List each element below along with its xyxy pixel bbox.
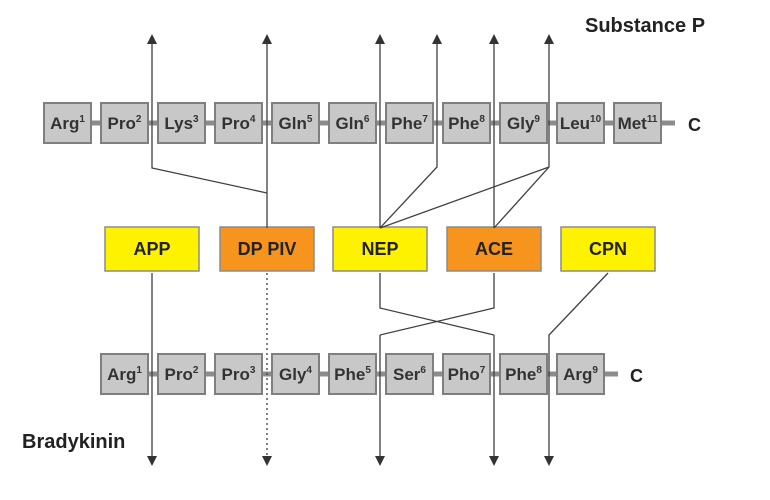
enzyme-label: ACE [475,239,513,259]
substance-p-residue-box [499,102,548,144]
arrowhead [262,34,272,44]
enzyme-box-ace [446,226,542,272]
bradykinin-residue-box [499,353,548,395]
bradykinin-residue-label: Pro3 [222,365,256,384]
substance-p-residue-label: Gly9 [507,114,540,133]
enzyme-row: APP DP PIV NEP ACE CPN [104,226,656,272]
substance-p-residue-label: Lys3 [164,114,199,133]
bradykinin-residue-label: Pro2 [165,365,199,384]
substance-p-residue-label: Met11 [618,114,658,133]
enzyme-label: DP PIV [238,239,297,259]
arrowhead [544,34,554,44]
substance-p-residue-box [442,102,491,144]
bradykinin-residue-label: Ser6 [393,365,426,384]
enzyme-label: CPN [589,239,627,259]
bradykinin-residue-label: Phe5 [334,365,371,384]
substance-p-chain: Arg1 Pro2 Lys3 Pro4 Gln5 Gln6 Phe7 Phe8 Gly9 Leu1… [43,102,675,144]
app-sp-line [151,38,268,194]
bradykinin-residue-box [157,353,206,395]
enzyme-label: NEP [361,239,398,259]
substance-p-residue-box [214,102,263,144]
bradykinin-c-terminal: C [630,366,643,386]
ace-sp-line-b [493,38,550,229]
enzyme-box-cpn [560,226,656,272]
substance-p-residue-label: Gln6 [336,114,370,133]
substance-p-c-terminal: C [688,115,701,135]
bradykinin-residue-label: Phe8 [505,365,542,384]
arrowhead [147,456,157,466]
substance-p-residue-box [613,102,662,144]
substance-p-cleavage-lines [151,38,550,229]
substance-p-residue-label: Gln5 [279,114,313,133]
arrowhead [489,34,499,44]
bradykinin-residue-label: Arg1 [107,365,142,384]
bradykinin-residue-box [100,353,149,395]
bradykinin-residue-box [442,353,491,395]
substance-p-residue-label: Leu10 [560,114,602,133]
nep-bk-line [379,273,495,336]
bradykinin-arrowheads [147,456,554,466]
substance-p-residue-label: Pro4 [222,114,256,133]
bradykinin-residue-box [328,353,377,395]
enzyme-box-app [104,226,200,272]
bradykinin-residue-box [271,353,320,395]
arrowhead [147,34,157,44]
nep-sp-line-c [379,166,550,229]
arrowhead [489,456,499,466]
arrowhead [544,456,554,466]
substance-p-residue-box [157,102,206,144]
enzyme-box-nep [332,226,428,272]
enzyme-box-dppiv [219,226,315,272]
substance-p-residue-label: Arg1 [50,114,85,133]
enzyme-label: APP [133,239,170,259]
arrowhead [375,34,385,44]
bradykinin-residue-label: Arg9 [563,365,598,384]
bradykinin-cleavage-lines [151,272,609,458]
arrowhead [432,34,442,44]
bradykinin-residue-label: Gly4 [279,365,312,384]
substance-p-title: Substance P [585,15,705,37]
bradykinin-residue-box [385,353,434,395]
substance-p-residue-box [556,102,605,144]
substance-p-residue-box [385,102,434,144]
substance-p-residue-box [100,102,149,144]
nep-sp-line-b [379,38,438,229]
cpn-bk-line [548,272,609,458]
substance-p-residue-box [328,102,377,144]
substance-p-residue-box [43,102,92,144]
bradykinin-chain: Arg1 Pro2 Pro3 Gly4 Phe5 Ser6 Pho7 Phe8 Arg9 [100,353,618,395]
substance-p-residue-box [271,102,320,144]
substance-p-arrowheads [147,34,554,44]
bradykinin-residue-box [214,353,263,395]
substance-p-residue-label: Phe8 [448,114,485,133]
bradykinin-title: Bradykinin [22,431,125,453]
arrowhead [262,456,272,466]
bradykinin-residue-label: Pho7 [448,365,486,384]
ace-bk-line [379,273,495,336]
bradykinin-residue-box [556,353,605,395]
substance-p-residue-label: Phe7 [391,114,428,133]
substance-p-residue-label: Pro2 [108,114,142,133]
arrowhead [375,456,385,466]
